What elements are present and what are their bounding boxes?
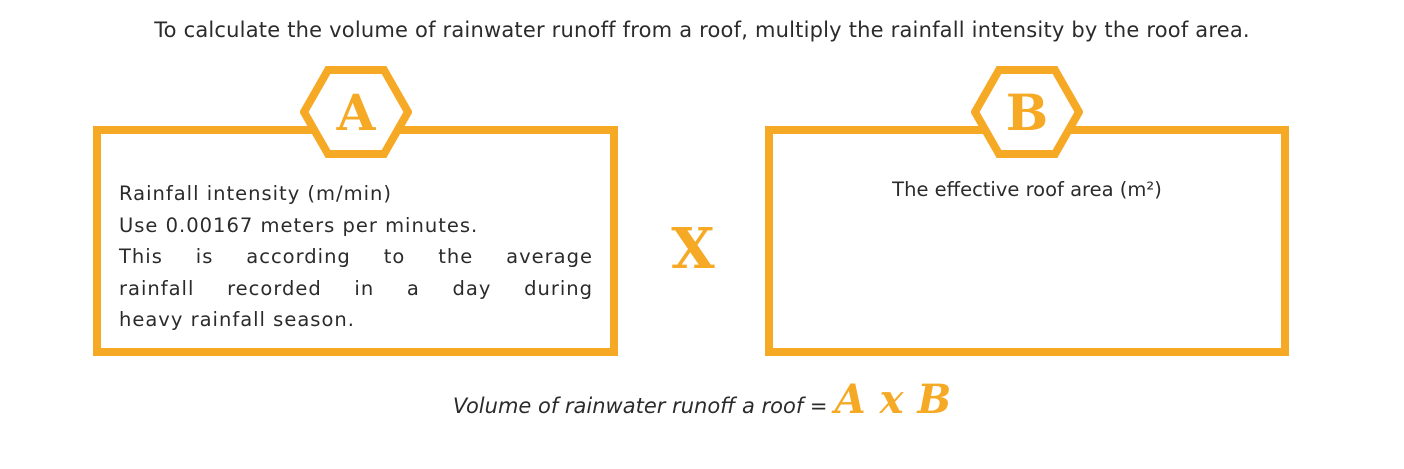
hexagon-b-letter: B — [1006, 83, 1048, 142]
box-a-line-2: Use 0.00167 meters per minutes. — [119, 213, 479, 237]
box-a-line-4: rainfall recorded in a day during — [119, 276, 593, 300]
multiply-operator: X — [671, 216, 715, 282]
hexagon-a-badge: A — [300, 66, 412, 158]
formula-expression: A x B — [834, 376, 952, 423]
box-a-line-1: Rainfall intensity (m/min) — [119, 182, 392, 205]
box-a-line-5: heavy rainfall season. — [119, 308, 355, 331]
formula-label: Volume of rainwater runoff a roof = — [452, 394, 828, 418]
formula: Volume of rainwater runoff a roof = A x … — [0, 376, 1404, 423]
intro-text: To calculate the volume of rainwater run… — [154, 18, 1250, 42]
box-b-text: The effective roof area (m²) — [892, 178, 1162, 201]
hexagon-b-badge: B — [971, 66, 1083, 158]
box-a-line-3: This is according to the average — [119, 245, 593, 268]
box-a-text: Rainfall intensity (m/min) Use 0.00167 m… — [119, 178, 593, 336]
hexagon-b-shape: B — [971, 66, 1083, 158]
hexagon-a-letter: A — [336, 83, 377, 142]
box-b — [765, 126, 1289, 356]
hexagon-a-shape: A — [300, 66, 412, 158]
